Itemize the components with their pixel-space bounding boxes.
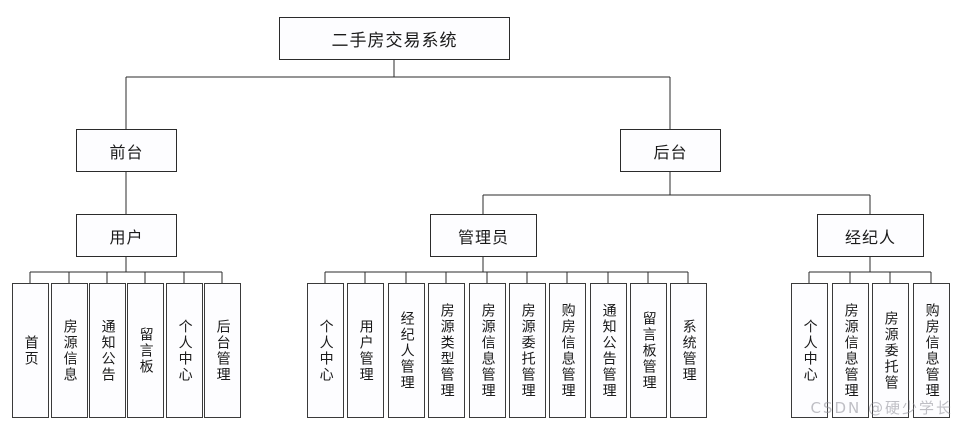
leaf-admin-9[interactable]: 系统管理: [670, 283, 707, 418]
leaf-label: 通知公告管理: [600, 302, 617, 399]
leaf-user-2[interactable]: 通知公告: [89, 283, 126, 418]
leaf-admin-8[interactable]: 留言板管理: [630, 283, 667, 418]
leaf-label: 房源信息管理: [479, 302, 496, 399]
leaf-user-3[interactable]: 留言板: [127, 283, 164, 418]
leaf-admin-5[interactable]: 房源委托管理: [509, 283, 546, 418]
leaf-agent-3[interactable]: 购房信息管理: [913, 283, 950, 418]
leaf-label: 首页: [22, 334, 39, 367]
leaf-label: 经纪人管理: [398, 310, 415, 391]
leaf-admin-1[interactable]: 用户管理: [347, 283, 384, 418]
leaf-admin-6[interactable]: 购房信息管理: [549, 283, 586, 418]
leaf-label: 房源委托管理: [519, 302, 536, 399]
leaf-label: 购房信息管理: [923, 302, 940, 399]
leaf-label: 通知公告: [99, 318, 116, 383]
node-agent[interactable]: 经纪人: [817, 214, 924, 257]
leaf-label: 个人中心: [801, 318, 818, 383]
leaf-label: 留言板: [137, 326, 154, 375]
leaf-label: 个人中心: [176, 318, 193, 383]
leaf-label: 房源信息: [61, 318, 78, 383]
leaf-label: 房源类型管理: [438, 302, 455, 399]
leaf-user-4[interactable]: 个人中心: [166, 283, 203, 418]
leaf-label: 用户管理: [357, 318, 374, 383]
leaf-user-5[interactable]: 后台管理: [204, 283, 241, 418]
leaf-admin-7[interactable]: 通知公告管理: [590, 283, 627, 418]
leaf-admin-0[interactable]: 个人中心: [307, 283, 344, 418]
leaf-user-0[interactable]: 首页: [12, 283, 49, 418]
node-root-system[interactable]: 二手房交易系统: [279, 17, 510, 60]
leaf-label: 留言板管理: [640, 310, 657, 391]
leaf-label: 后台管理: [214, 318, 231, 383]
node-administrator[interactable]: 管理员: [430, 214, 537, 257]
watermark-text: CSDN @硬少学长: [810, 399, 953, 417]
node-backend[interactable]: 后台: [620, 129, 721, 172]
leaf-admin-3[interactable]: 房源类型管理: [428, 283, 465, 418]
leaf-user-1[interactable]: 房源信息: [51, 283, 88, 418]
leaf-label: 房源委托管: [882, 310, 899, 391]
leaf-label: 系统管理: [680, 318, 697, 383]
node-frontend[interactable]: 前台: [76, 129, 177, 172]
leaf-label: 个人中心: [317, 318, 334, 383]
leaf-agent-2[interactable]: 房源委托管: [872, 283, 909, 418]
leaf-admin-2[interactable]: 经纪人管理: [388, 283, 425, 418]
leaf-admin-4[interactable]: 房源信息管理: [469, 283, 506, 418]
leaf-agent-1[interactable]: 房源信息管理: [832, 283, 869, 418]
leaf-label: 房源信息管理: [842, 302, 859, 399]
leaf-agent-0[interactable]: 个人中心: [791, 283, 828, 418]
leaf-label: 购房信息管理: [559, 302, 576, 399]
node-user[interactable]: 用户: [76, 214, 177, 257]
